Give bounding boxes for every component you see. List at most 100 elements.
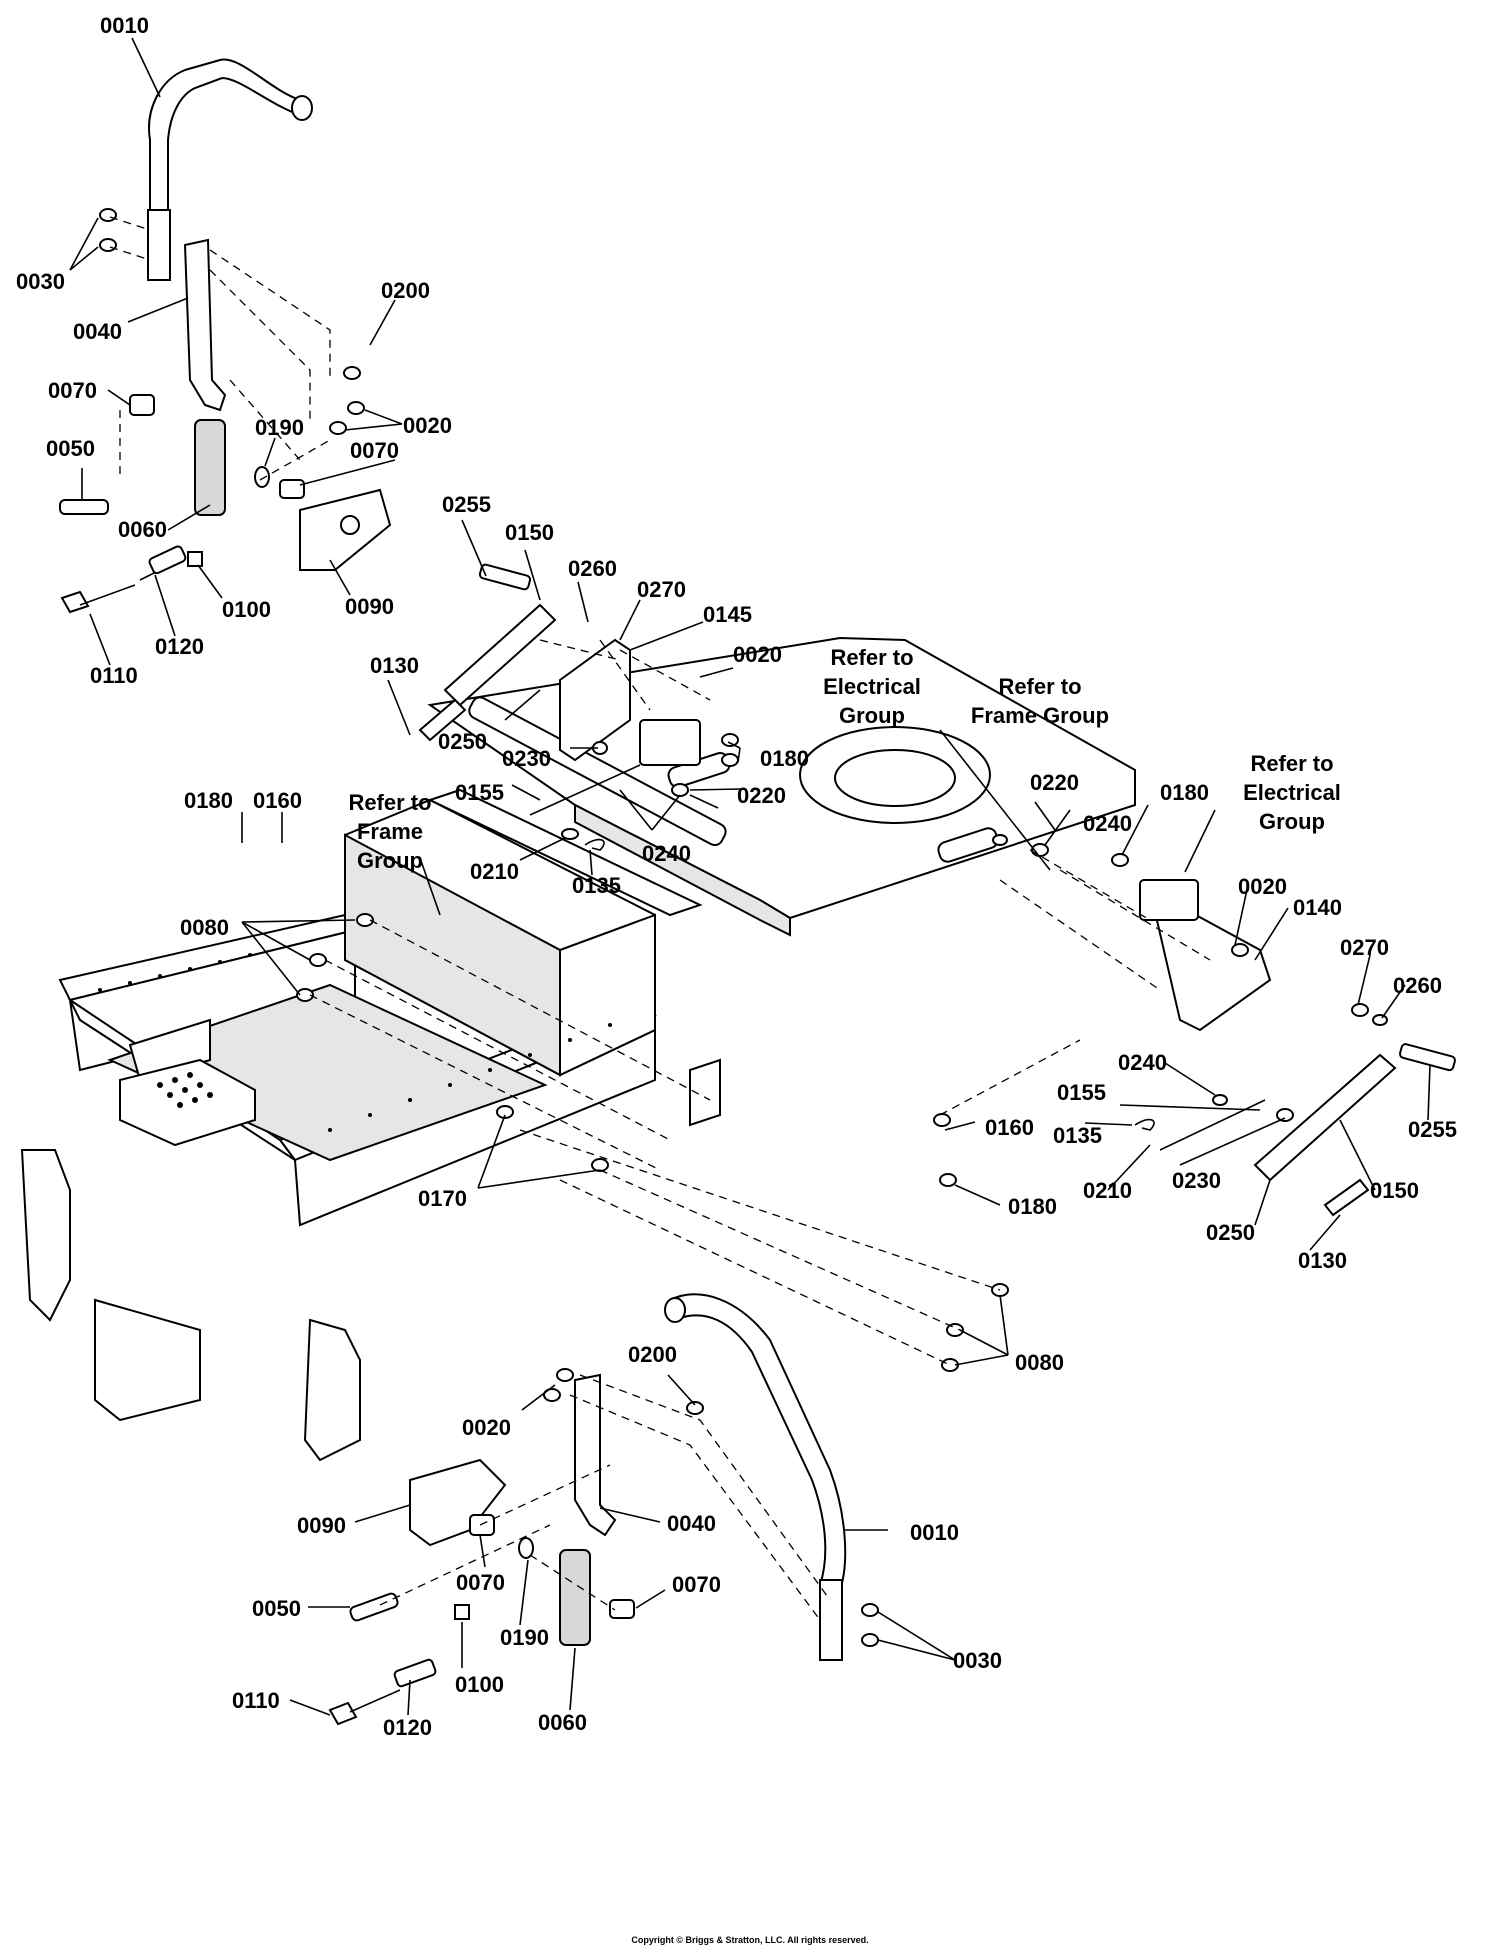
callout: 0220 — [1030, 770, 1079, 795]
upper-left-handle-assembly — [59, 58, 392, 614]
lower-right-handle-assembly — [328, 1293, 879, 1726]
svg-text:Frame Group: Frame Group — [971, 703, 1109, 728]
callout: 0200 — [628, 1342, 677, 1367]
callout: 0180 — [1160, 780, 1209, 805]
callout: 0190 — [255, 415, 304, 440]
callout: 0030 — [16, 269, 65, 294]
callout: 0145 — [703, 602, 752, 627]
callout: 0260 — [1393, 973, 1442, 998]
callout: 0250 — [1206, 1220, 1255, 1245]
damper-bracket-0145 — [559, 638, 631, 762]
callout: 0020 — [1238, 874, 1287, 899]
refer-frame-note-left: Refer to Frame Group — [348, 790, 431, 873]
refer-frame-note-center: Refer to Frame Group — [971, 674, 1109, 728]
callout: 0080 — [180, 915, 229, 940]
callout: 0135 — [1053, 1123, 1102, 1148]
callout: 0020 — [733, 642, 782, 667]
reference-notes: Refer to Electrical Group Refer to Frame… — [348, 645, 1340, 873]
callout: 0160 — [985, 1115, 1034, 1140]
callout: 0070 — [350, 438, 399, 463]
left-damper-assembly — [418, 563, 739, 851]
refer-electrical-note-right: Refer to Electrical Group — [1243, 751, 1341, 834]
svg-text:Electrical: Electrical — [823, 674, 921, 699]
callout: 0060 — [118, 517, 167, 542]
callout: 0070 — [672, 1572, 721, 1597]
callout: 0100 — [455, 1672, 504, 1697]
handle-bracket-0040 — [183, 238, 227, 412]
callout: 0010 — [910, 1520, 959, 1545]
callout: 0180 — [184, 788, 233, 813]
svg-text:Refer to: Refer to — [348, 790, 431, 815]
callout: 0255 — [442, 492, 491, 517]
callouts: 0010 0030 0040 0200 0070 0020 0050 0190 … — [16, 13, 1457, 1740]
callout: 0200 — [381, 278, 430, 303]
callout: 0135 — [572, 873, 621, 898]
callout: 0110 — [90, 663, 138, 688]
copyright-notice: Copyright © Briggs & Stratton, LLC. All … — [631, 1935, 868, 1945]
callout: 0140 — [1293, 895, 1342, 920]
svg-text:Refer to: Refer to — [1250, 751, 1333, 776]
svg-text:Refer to: Refer to — [998, 674, 1081, 699]
callout: 0270 — [1340, 935, 1389, 960]
rail-holes — [98, 953, 612, 1132]
callout: 0060 — [538, 1710, 587, 1735]
callout: 0180 — [1008, 1194, 1057, 1219]
callout: 0180 — [760, 746, 809, 771]
svg-text:Group: Group — [1259, 809, 1325, 834]
chassis-frame — [20, 636, 1136, 1462]
callout: 0240 — [1083, 811, 1132, 836]
svg-text:Frame: Frame — [357, 819, 423, 844]
callout: 0240 — [1118, 1050, 1167, 1075]
callout: 0120 — [155, 634, 204, 659]
callout: 0090 — [297, 1513, 346, 1538]
callout: 0130 — [370, 653, 419, 678]
callout: 0240 — [642, 841, 691, 866]
callout: 0010 — [100, 13, 149, 38]
callout: 0090 — [345, 594, 394, 619]
control-handle-bar — [148, 58, 301, 211]
callout: 0255 — [1408, 1117, 1457, 1142]
callout: 0270 — [637, 577, 686, 602]
callout: 0070 — [48, 378, 97, 403]
refer-electrical-note-left: Refer to Electrical Group — [823, 645, 921, 728]
callout: 0100 — [222, 597, 271, 622]
svg-text:Electrical: Electrical — [1243, 780, 1341, 805]
handle-bracket-0040-lower — [574, 1373, 617, 1537]
callout: 0210 — [1083, 1178, 1132, 1203]
callout: 0150 — [1370, 1178, 1419, 1203]
callout: 0130 — [1298, 1248, 1347, 1273]
callout: 0160 — [253, 788, 302, 813]
callout: 0050 — [46, 436, 95, 461]
callout: 0020 — [403, 413, 452, 438]
callout: 0230 — [1172, 1168, 1221, 1193]
svg-text:Refer to: Refer to — [830, 645, 913, 670]
callout: 0220 — [737, 783, 786, 808]
callout: 0230 — [502, 746, 551, 771]
frame-fasteners — [296, 913, 1009, 1372]
leader-lines — [69, 37, 1431, 1716]
foot-pad-holes — [157, 1072, 213, 1108]
callout: 0120 — [383, 1715, 432, 1740]
callout: 0155 — [455, 780, 504, 805]
svg-text:Group: Group — [357, 848, 423, 873]
right-damper-assembly — [933, 834, 1456, 1217]
callout: 0020 — [462, 1415, 511, 1440]
callout: 0040 — [73, 319, 122, 344]
callout: 0080 — [1015, 1350, 1064, 1375]
callout: 0170 — [418, 1186, 467, 1211]
control-handle-bar-lower — [668, 1293, 847, 1592]
callout: 0040 — [667, 1511, 716, 1536]
callout: 0210 — [470, 859, 519, 884]
callout: 0250 — [438, 729, 487, 754]
callout: 0260 — [568, 556, 617, 581]
callout: 0070 — [456, 1570, 505, 1595]
callout: 0150 — [505, 520, 554, 545]
svg-text:Group: Group — [839, 703, 905, 728]
callout: 0190 — [500, 1625, 549, 1650]
callout: 0030 — [953, 1648, 1002, 1673]
callout: 0050 — [252, 1596, 301, 1621]
callout: 0155 — [1057, 1080, 1106, 1105]
switch-block-right — [1139, 879, 1199, 921]
